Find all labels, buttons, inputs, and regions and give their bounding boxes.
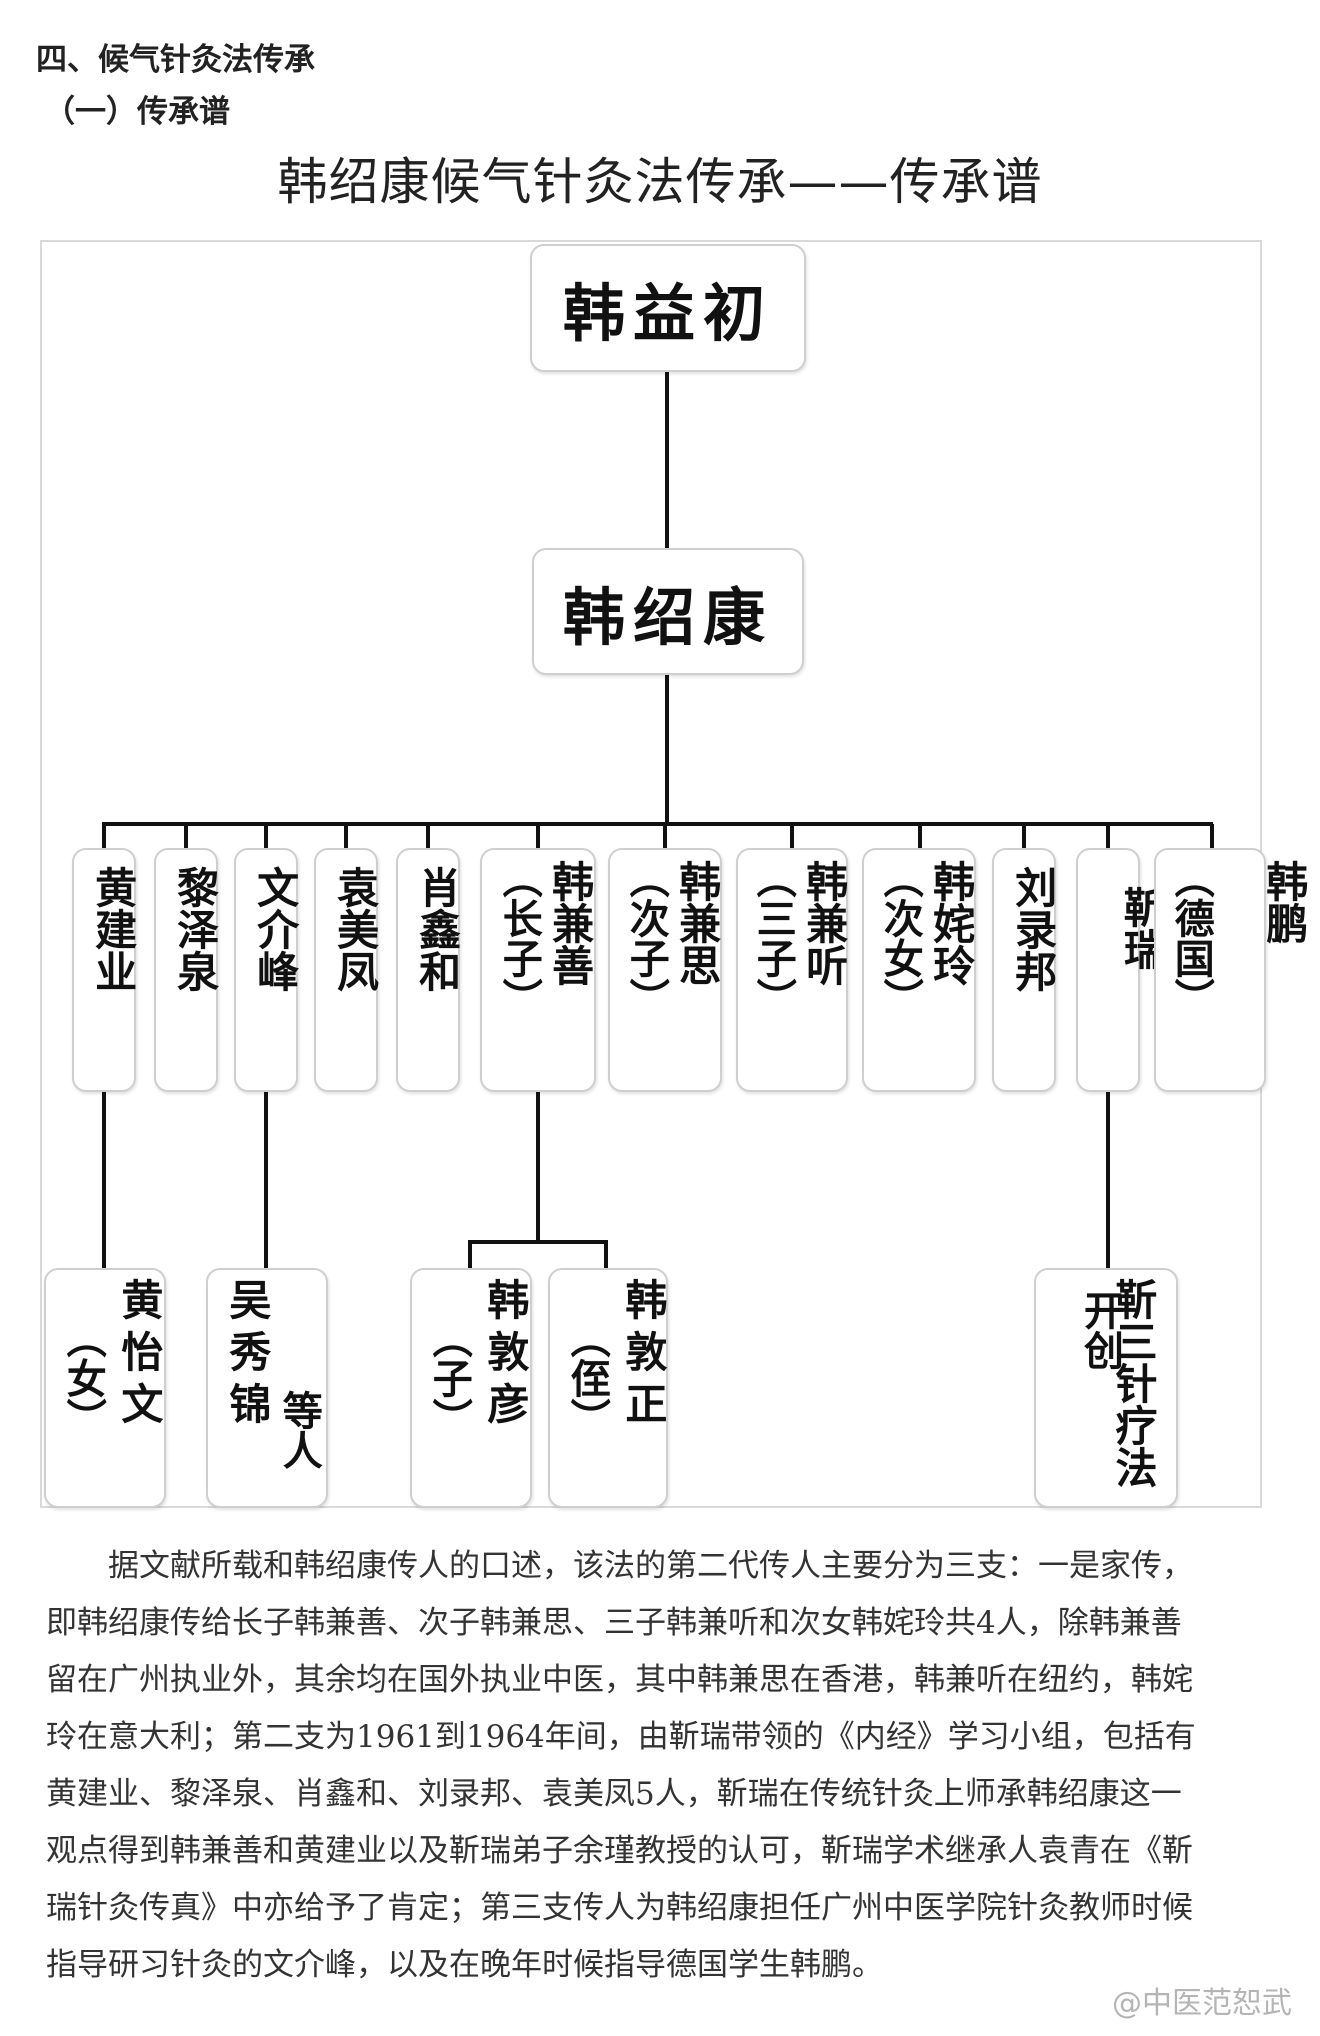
node-third-name: 黎泽泉: [170, 866, 220, 992]
node-fourth-name: 吴秀锦: [222, 1278, 272, 1434]
body-paragraph-line: 瑞针灸传真》中亦给予了肯定；第三支传人为韩绍康担任广州中医学院针灸教师时候: [46, 1890, 1193, 1926]
body-paragraph-line: 指导研习针灸的文介峰，以及在晚年时候指导德国学生韩鹏。: [46, 1947, 883, 1983]
node-third: 文介峰: [234, 848, 300, 1092]
node-third: 韩兼善 （长子）: [480, 848, 596, 1092]
node-third-name: 文介峰: [250, 866, 300, 992]
node-third: 黎泽泉: [154, 848, 220, 1092]
node-third: 韩姹玲 （次女）: [862, 848, 976, 1092]
node-fourth-note: （子）: [425, 1318, 473, 1438]
node-fourth: 靳三针疗法 开创: [1034, 1268, 1178, 1508]
node-root-name: 韩益初: [562, 277, 773, 350]
node-third: 刘录邦: [992, 848, 1058, 1092]
node-third: 韩兼思 （次子）: [608, 848, 722, 1092]
node-fourth-name: 韩敦彦: [480, 1278, 530, 1434]
node-third-name: 肖鑫和: [412, 866, 462, 992]
node-third-note: （长子）: [495, 858, 543, 1018]
node-third: 韩鹏 （德国）: [1154, 848, 1309, 1092]
node-third-name: 黄建业: [88, 866, 138, 992]
node-third-name: 韩兼善: [545, 860, 595, 986]
node-root: 韩益初: [530, 244, 806, 372]
node-fourth: 韩敦正 （侄）: [548, 1268, 668, 1508]
node-third-name: 韩兼思: [672, 860, 722, 986]
body-paragraph-line: 即韩绍康传给长子韩兼善、次子韩兼思、三子韩兼听和次女韩姹玲共4人，除韩兼善: [46, 1605, 1182, 1641]
main-title: 韩绍康候气针灸法传承——传承谱: [277, 153, 1043, 211]
body-paragraph-line: 黄建业、黎泽泉、肖鑫和、刘录邦、袁美凤5人，靳瑞在传统针灸上师承韩绍康这一: [46, 1776, 1182, 1812]
node-fourth-name: 黄怡文: [114, 1278, 164, 1434]
node-fourth-note: 开创: [1077, 1290, 1124, 1370]
node-second: 韩绍康: [532, 548, 804, 675]
body-paragraph-line: 留在广州执业外，其余均在国外执业中医，其中韩兼思在香港，韩兼听在纽约，韩姹: [46, 1662, 1193, 1698]
node-fourth: 黄怡文 （女）: [44, 1268, 166, 1508]
node-fourth-note: （侄）: [563, 1318, 611, 1438]
node-third-name: 韩姹玲: [926, 860, 976, 986]
node-third: 靳瑞: [1076, 848, 1166, 1092]
body-paragraph-line: 据文献所载和韩绍康传人的口述，该法的第二代传人主要分为三支：一是家传，: [108, 1548, 1193, 1584]
node-third-note: （三子）: [749, 858, 797, 1018]
body-paragraph-line: 玲在意大利；第二支为1961到1964年间，由靳瑞带领的《内经》学习小组，包括有: [46, 1719, 1196, 1755]
body-paragraph-line: 观点得到韩兼善和黄建业以及靳瑞弟子余瑾教授的认可，靳瑞学术继承人袁青在《靳: [46, 1833, 1193, 1869]
node-third: 肖鑫和: [396, 848, 462, 1092]
subsection-title: （一）传承谱: [44, 94, 230, 130]
section-title: 四、候气针灸法传承: [36, 42, 315, 78]
watermark: @中医范恕武: [1112, 1986, 1292, 2021]
node-third-note: （德国）: [1167, 858, 1215, 1018]
node-fourth-note: （女）: [59, 1318, 107, 1438]
node-third-note: （次子）: [622, 858, 670, 1018]
node-third: 袁美凤: [314, 848, 380, 1092]
node-fourth: 韩敦彦 （子）: [410, 1268, 532, 1508]
node-fourth-note: 等人: [275, 1390, 323, 1470]
node-third-note: （次女）: [876, 858, 924, 1018]
node-fourth-name: 韩敦正: [618, 1278, 668, 1434]
node-third-name: 袁美凤: [330, 866, 380, 992]
node-second-name: 韩绍康: [562, 580, 773, 654]
node-fourth: 吴秀锦 等人: [206, 1268, 328, 1508]
node-third-name: 刘录邦: [1008, 866, 1058, 992]
node-fourth-name: 靳三针疗法: [1109, 1278, 1159, 1488]
node-third-name: 韩兼听: [799, 860, 849, 986]
node-third: 韩兼听 （三子）: [736, 848, 849, 1092]
node-third: 黄建业: [72, 848, 138, 1092]
node-third-name: 韩鹏: [1259, 860, 1309, 944]
